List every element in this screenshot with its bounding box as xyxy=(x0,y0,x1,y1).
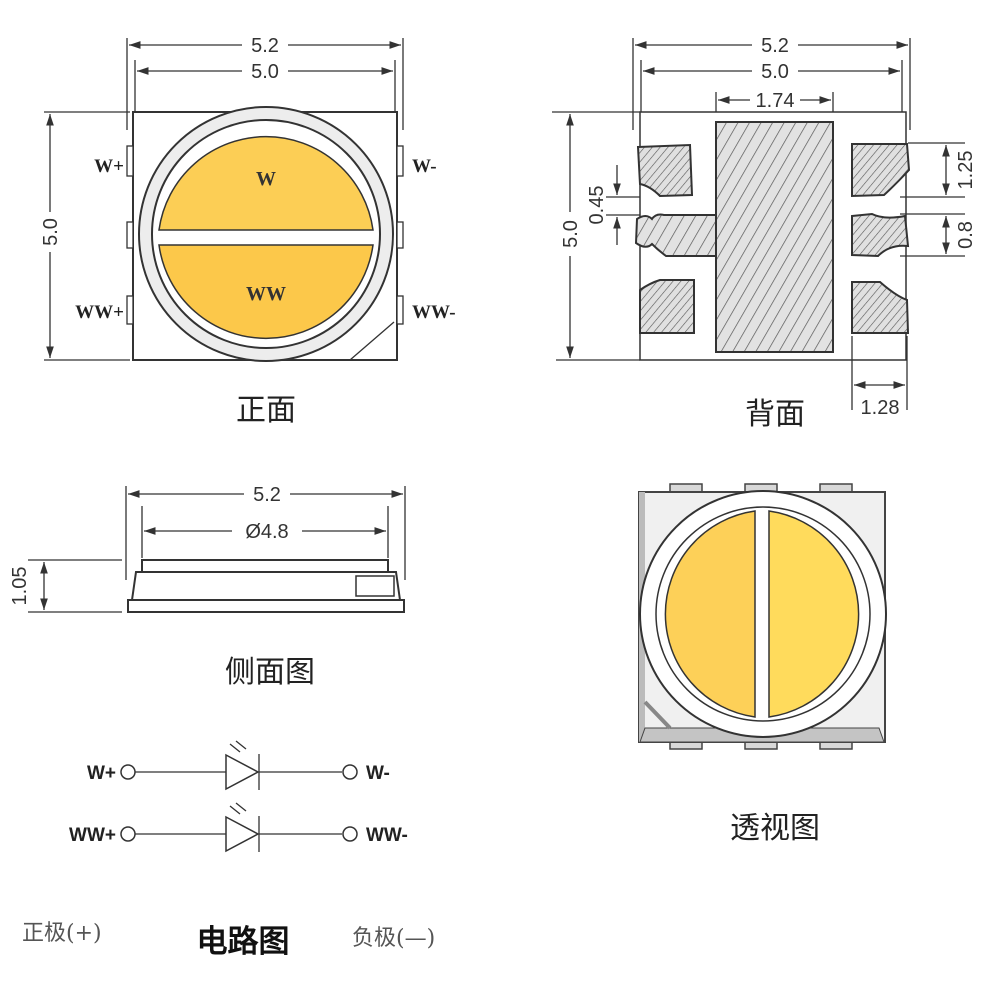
back-dim-center-pad: 1.74 xyxy=(756,90,795,112)
circuit-row-w: W+ W- xyxy=(87,740,390,791)
back-view-caption: 背面 xyxy=(745,397,805,432)
back-dim-width-outer: 5.2 xyxy=(761,35,789,57)
front-chip-w-label: W xyxy=(256,168,276,190)
back-dim-pad-mid: 0.8 xyxy=(955,221,977,249)
front-view-caption: 正面 xyxy=(236,393,296,428)
front-pin-w-plus: W+ xyxy=(94,156,124,177)
led-diode-icon xyxy=(225,753,260,791)
back-pad-left-middle xyxy=(634,213,717,257)
side-dim-width: 5.2 xyxy=(253,484,281,506)
back-pad-right-bottom xyxy=(851,281,910,334)
side-dim-lens-diameter: Ø4.8 xyxy=(245,521,288,543)
positive-pole-label: 正极(+) xyxy=(22,921,102,946)
back-thermal-pad xyxy=(715,121,834,353)
circuit-row-ww: WW+ WW- xyxy=(69,802,408,853)
front-pin-w-minus: W- xyxy=(412,156,437,177)
perspective-view-caption: 透视图 xyxy=(730,811,820,846)
back-dim-height: 5.0 xyxy=(560,220,582,248)
led-diode-icon xyxy=(225,815,260,853)
circuit-diagram: W+ W- WW+ WW- 正极(+) 电路图 负极(—) xyxy=(22,740,435,960)
back-pad-left-bottom xyxy=(639,279,695,334)
back-view: 5.2 5.0 1.74 5.0 0.45 1.25 0.8 xyxy=(552,34,977,432)
back-dim-pad-width: 1.28 xyxy=(861,397,900,419)
back-dim-pad-top: 1.25 xyxy=(955,151,977,190)
back-dim-gap: 0.45 xyxy=(586,186,608,225)
negative-pole-label: 负极(—) xyxy=(352,926,435,951)
back-pad-right-top xyxy=(851,143,911,198)
front-view: 5.2 5.0 5.0 W WW W+ WW+ W- WW- 正面 xyxy=(40,34,456,428)
back-pad-left-top xyxy=(636,143,694,198)
side-dim-height: 1.05 xyxy=(9,567,31,606)
front-dim-height: 5.0 xyxy=(40,218,62,246)
side-view-caption: 侧面图 xyxy=(225,655,315,690)
front-chip-ww xyxy=(158,244,374,340)
perspective-view: 透视图 xyxy=(638,483,887,846)
circuit-cathode-ww: WW- xyxy=(366,825,408,846)
side-lens xyxy=(141,559,389,573)
perspective-chip-left xyxy=(664,510,756,718)
front-chip-w xyxy=(158,135,374,231)
side-base xyxy=(127,599,405,613)
circuit-anode-ww: WW+ xyxy=(69,825,116,846)
back-pad-right-middle xyxy=(851,212,910,258)
front-pin-ww-plus: WW+ xyxy=(75,302,124,323)
perspective-chip-right xyxy=(768,510,860,718)
circuit-cathode-w: W- xyxy=(366,763,390,784)
front-pins xyxy=(126,145,404,325)
front-chip-ww-label: WW xyxy=(246,283,286,305)
front-dim-width-outer: 5.2 xyxy=(251,35,279,57)
circuit-caption: 电路图 xyxy=(197,924,290,960)
front-pin-ww-minus: WW- xyxy=(412,302,456,323)
side-view: 5.2 Ø4.8 1.05 侧面图 xyxy=(9,483,406,690)
front-dim-width-inner: 5.0 xyxy=(251,61,279,83)
back-dim-width-inner: 5.0 xyxy=(761,61,789,83)
circuit-anode-w: W+ xyxy=(87,763,116,784)
